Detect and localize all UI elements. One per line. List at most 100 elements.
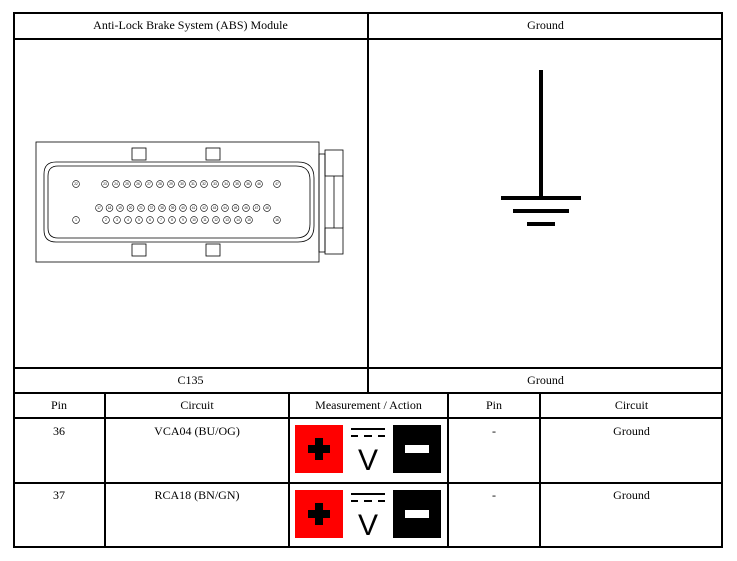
module-title: Anti-Lock Brake System (ABS) Module: [93, 18, 288, 32]
measurement-icons: V: [295, 425, 443, 473]
pin-number: 21: [139, 206, 143, 210]
pin-number: 10: [192, 218, 196, 222]
pin-number: 11: [203, 218, 207, 222]
pin-cavity: [221, 204, 229, 212]
pin-cavity: [222, 180, 230, 188]
pin-cavity: [252, 204, 261, 212]
pin-cavity: [273, 216, 281, 224]
pin-cavity: [179, 204, 187, 212]
pin-number: 8: [171, 218, 173, 222]
pin-number: 16: [275, 218, 279, 222]
col-header-pin2: Pin: [485, 398, 502, 412]
pin-number: 4: [127, 218, 129, 222]
pin-cavity: [211, 180, 219, 188]
voltmeter-symbol: V: [358, 444, 378, 473]
pin-number: 22: [74, 182, 78, 186]
table-row-circuit: VCA04 (BU/OG): [154, 424, 240, 438]
pin-number: 46: [257, 182, 261, 186]
pin-cavity: [101, 180, 109, 188]
pin-cavity: [135, 216, 143, 224]
table-row-pin2: -: [492, 488, 496, 502]
pin-cavity: [210, 204, 219, 212]
pin-number: 45: [234, 206, 238, 210]
pin-number: 48: [265, 206, 269, 210]
connector-latch: [318, 153, 326, 253]
pin-cavity: [179, 216, 187, 224]
pin-cavity: [105, 204, 114, 212]
pin-number: 44: [223, 206, 227, 210]
pin-number: 28: [158, 182, 162, 186]
pin-number: 14: [236, 218, 240, 222]
dc-voltmeter-icon: V: [351, 428, 385, 473]
table-row-circuit2: Ground: [613, 424, 650, 438]
pin-cavity: [126, 204, 135, 212]
pin-cavity: [157, 216, 165, 224]
pin-cavity: [245, 216, 253, 224]
pin-cavity: [178, 180, 186, 188]
pin-number: 27: [147, 182, 151, 186]
connector-label: C135: [177, 373, 204, 387]
pin-cavity: [223, 216, 231, 224]
pin-number: 2: [105, 218, 107, 222]
pin-number: 5: [138, 218, 140, 222]
connector-tab: [205, 243, 221, 257]
pin-number: 6: [149, 218, 151, 222]
ground-symbol-icon: [501, 70, 581, 226]
pin-cavity: [233, 180, 241, 188]
pin-cavity: [137, 204, 145, 212]
connector-cavity: [43, 161, 315, 243]
pin-number: 3: [116, 218, 118, 222]
pin-cavity: [168, 216, 176, 224]
pin-cavity: [255, 180, 263, 188]
pin-cavity: [234, 216, 242, 224]
ground-label: Ground: [527, 373, 564, 387]
connector-tab: [131, 147, 147, 161]
pin-number: 7: [160, 218, 162, 222]
pin-cavity: [273, 180, 281, 188]
pin-number: 12: [214, 218, 218, 222]
pin-number: 46: [244, 206, 248, 210]
negative-probe-icon: [393, 490, 441, 538]
table-row-pin: 36: [53, 424, 65, 438]
pin-cavity: [145, 180, 153, 188]
pin-cavity: [168, 204, 177, 212]
pin-number: 15: [247, 218, 251, 222]
pin-number: 32: [202, 182, 206, 186]
table-row-circuit: RCA18 (BN/GN): [154, 488, 240, 502]
pin-number: 20: [129, 206, 133, 210]
pin-cavity: [200, 180, 208, 188]
pin-cavity: [167, 180, 175, 188]
pin-cavity: [158, 204, 166, 212]
ground-title: Ground: [527, 18, 564, 32]
divider: [367, 12, 369, 393]
measurement-icons: V: [295, 490, 443, 538]
pin-cavity: [189, 204, 198, 212]
positive-probe-icon: [295, 425, 343, 473]
positive-probe-icon: [295, 490, 343, 538]
col-header-circuit: Circuit: [180, 398, 214, 412]
divider: [13, 392, 723, 394]
dc-voltmeter-icon: V: [351, 493, 385, 538]
pin-cavity: [102, 216, 110, 224]
pin-cavity: [231, 204, 240, 212]
pin-cavity: [190, 216, 198, 224]
pin-cavity: [113, 216, 121, 224]
pin-cavity: [263, 204, 271, 212]
pin-cavity: [242, 204, 250, 212]
pin-cavity: [134, 180, 142, 188]
pin-cavity: [146, 216, 154, 224]
connector-housing: [35, 141, 320, 263]
pin-cavity: [189, 180, 197, 188]
table-row-pin2: -: [492, 424, 496, 438]
pin-number: 24: [114, 182, 118, 186]
pin-number: 41: [192, 206, 196, 210]
pin-cavity: [116, 204, 124, 212]
divider: [539, 392, 541, 548]
pin-cavity: [112, 180, 120, 188]
pin-number: 40: [181, 206, 185, 210]
pin-number: 47: [275, 182, 279, 186]
table-row-circuit2: Ground: [613, 488, 650, 502]
pin-number: 43: [213, 206, 217, 210]
